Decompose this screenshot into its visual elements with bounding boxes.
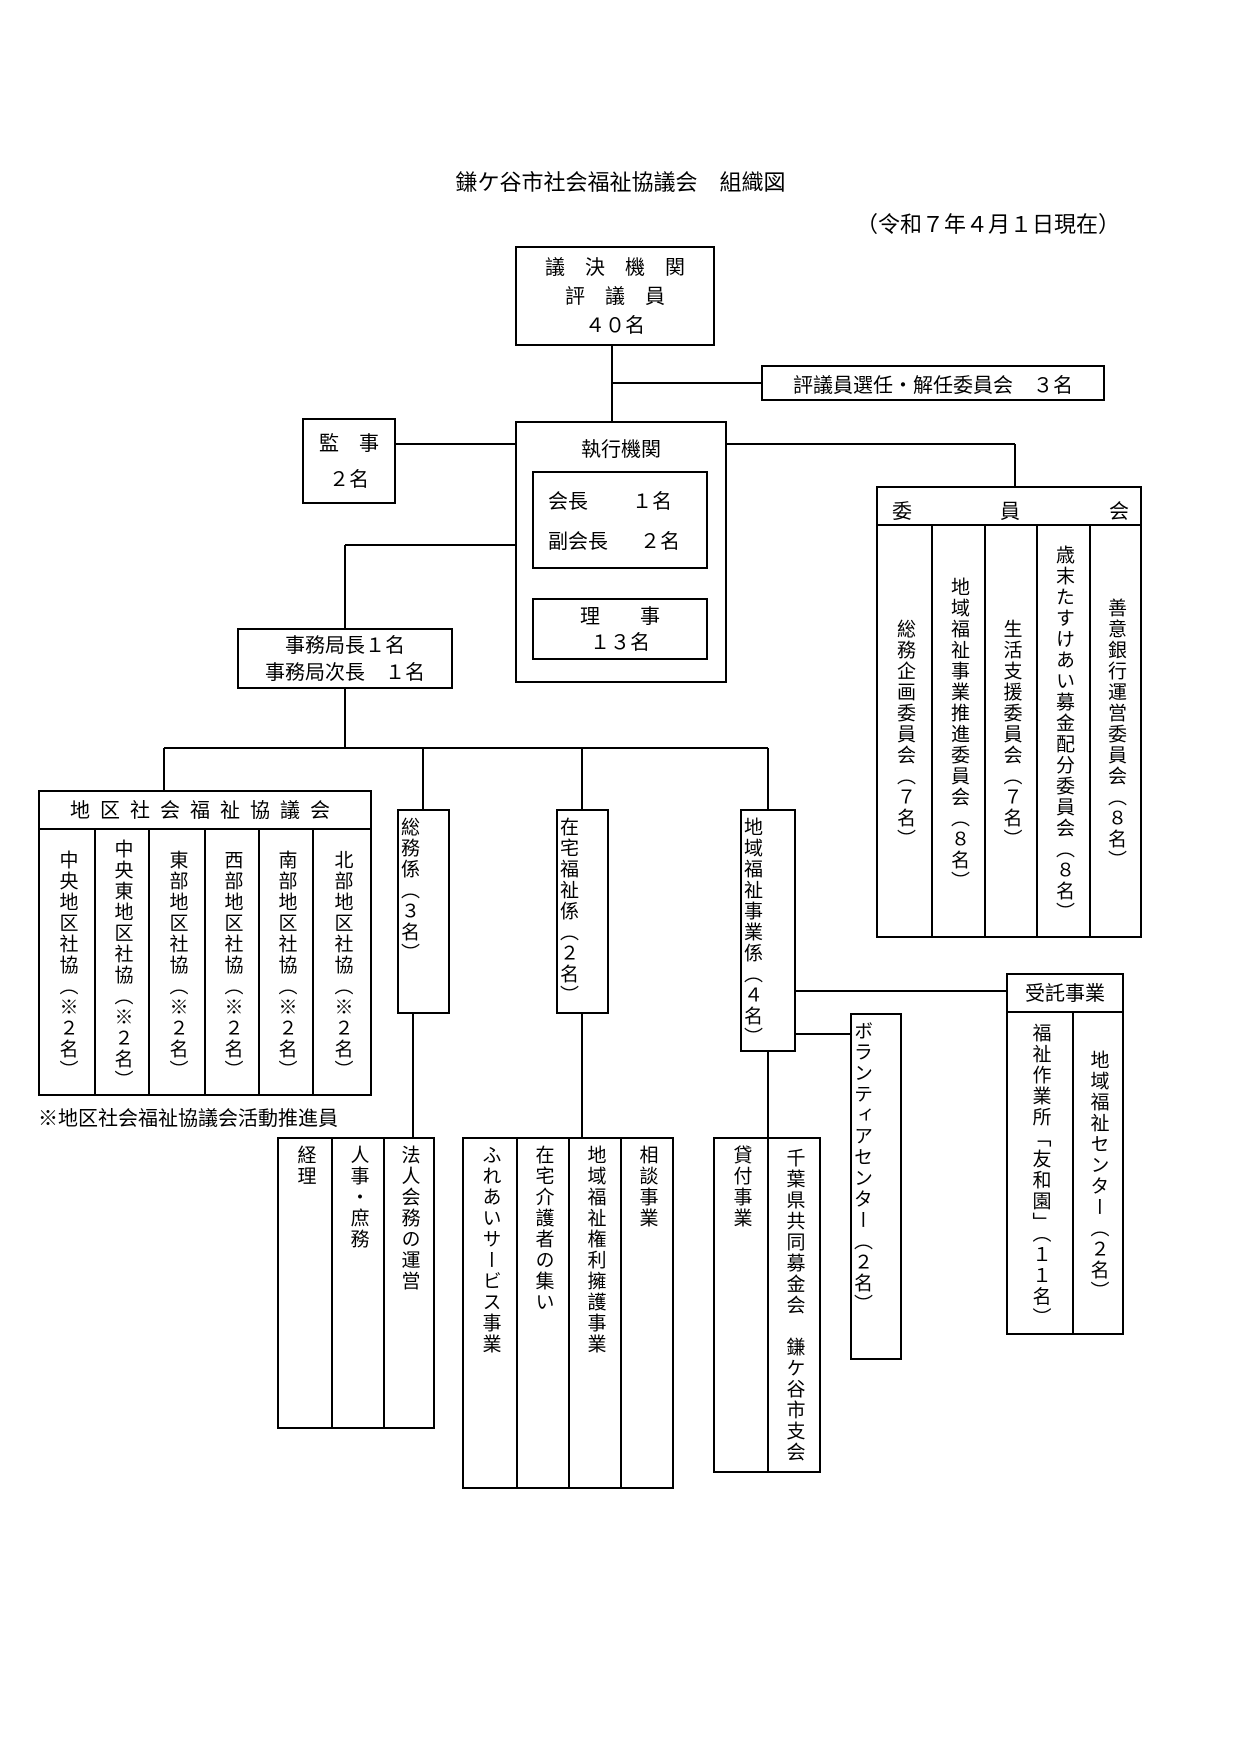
committees-box: 委 員 会 総務企画委員会（７名） 地域福祉事業推進委員会（８名） 生活支援委員… (876, 486, 1142, 938)
council-box: 議 決 機 関 評 議 員 ４０名 (515, 246, 715, 346)
district-chuo: 中央地区社協（※２名） (56, 849, 79, 1081)
district-east: 東部地区社協（※２名） (166, 849, 189, 1081)
contract-welfare-center: 地域福祉センター（２名） (1087, 1050, 1110, 1302)
chair-label: 会長 (548, 489, 588, 513)
district-south: 南部地区社協（※２名） (275, 849, 298, 1081)
volunteer-center-box: ボランティアセンター（２名） (850, 1013, 902, 1360)
district-west: 西部地区社協（※２名） (221, 849, 244, 1081)
district-councils-box: 地区社会福祉協議会 中央地区社協（※２名） 中央東地区社協（※２名） 東部地区社… (38, 790, 372, 1096)
duty-consultation: 相談事業 (636, 1145, 659, 1229)
home-welfare-duties-box: ふれあいサービス事業 在宅介護者の集い 地域福祉権利擁護事業 相談事業 (462, 1137, 674, 1489)
general-affairs-duties-box: 経理 人事・庶務 法人会務の運営 (277, 1137, 435, 1429)
executive-title: 執行機関 (581, 437, 661, 461)
duty-fureai-service: ふれあいサービス事業 (479, 1145, 502, 1355)
auditor-box: 監 事 ２名 (302, 418, 396, 504)
as-of-date: （令和７年４月１日現在） (855, 213, 1120, 238)
directors-label: 理 事 (580, 604, 660, 628)
council-label: 議 決 機 関 (545, 254, 685, 279)
chair-count: １名 (632, 489, 672, 513)
committee-community-welfare: 地域福祉事業推進委員会（８名） (948, 576, 970, 892)
general-affairs-box: 総務係（３名） (397, 809, 450, 1014)
home-welfare-label: 在宅福祉係（２名） (557, 817, 579, 1006)
directors-count: １３名 (590, 630, 650, 654)
district-north: 北部地区社協（※２名） (331, 849, 354, 1081)
councilors-label: 評 議 員 (565, 283, 665, 308)
secretariat-deputy: 事務局次長 １名 (265, 659, 425, 684)
district-councils-title: 地区社会福祉協議会 (40, 792, 370, 830)
volunteer-center-label: ボランティアセンター（２名） (851, 1021, 873, 1315)
committees-header-mid: 員 (1000, 499, 1020, 523)
committee-goodwill-bank: 善意銀行運営委員会（８名） (1105, 597, 1127, 871)
councilors-count: ４０名 (585, 312, 645, 337)
secretariat-box: 事務局長１名 事務局次長 １名 (237, 628, 453, 689)
district-chuo-east: 中央東地区社協（※２名） (111, 839, 134, 1091)
contract-workshop: 福祉作業所「友和園」（１１名） (1029, 1023, 1052, 1329)
committee-year-end-fund: 歳末たすけあい募金配分委員会（８名） (1053, 545, 1075, 923)
committee-general-planning: 総務企画委員会（７名） (894, 618, 916, 850)
selection-committee-label: 評議員選任・解任委員会 ３名 (793, 372, 1073, 397)
contract-services-box: 受託事業 福祉作業所「友和園」（１１名） 地域福祉センター（２名） (1006, 973, 1124, 1335)
secretariat-head: 事務局長１名 (285, 632, 405, 657)
community-welfare-duties-box: 貸付事業 千葉県共同募金会 鎌ケ谷市支会 (713, 1137, 821, 1473)
vice-chair-label: 副会長 (548, 529, 608, 553)
duty-caregiver-gathering: 在宅介護者の集い (532, 1145, 555, 1313)
duty-rights-advocacy: 地域福祉権利擁護事業 (584, 1145, 607, 1355)
community-welfare-box: 地域福祉事業係（４名） (740, 809, 796, 1052)
duty-loans: 貸付事業 (730, 1145, 753, 1229)
committees-header-left: 委 (892, 499, 912, 523)
officers-box: 会長 １名 副会長 ２名 (532, 471, 708, 569)
selection-committee-box: 評議員選任・解任委員会 ３名 (761, 365, 1105, 401)
page-title: 鎌ケ谷市社会福祉協議会 組織図 (455, 171, 786, 196)
home-welfare-box: 在宅福祉係（２名） (556, 809, 609, 1014)
general-affairs-label: 総務係（３名） (398, 817, 420, 964)
vice-chair-count: ２名 (640, 529, 680, 553)
duty-corporate-affairs: 法人会務の運営 (398, 1145, 421, 1292)
district-note: ※地区社会福祉協議会活動推進員 (38, 1106, 338, 1130)
auditor-count: ２名 (329, 467, 369, 491)
contract-services-title: 受託事業 (1008, 975, 1122, 1013)
duty-personnel: 人事・庶務 (347, 1145, 370, 1250)
directors-box: 理 事 １３名 (532, 598, 708, 660)
duty-accounting: 経理 (294, 1145, 317, 1187)
community-welfare-label: 地域福祉事業係（４名） (741, 817, 763, 1048)
committees-header-right: 会 (1109, 499, 1129, 523)
executive-box: 執行機関 会長 １名 副会長 ２名 理 事 １３名 (515, 421, 727, 683)
auditor-label: 監 事 (319, 431, 379, 455)
duty-community-chest: 千葉県共同募金会 鎌ケ谷市支会 (783, 1147, 806, 1463)
committee-life-support: 生活支援委員会（７名） (1000, 618, 1023, 850)
